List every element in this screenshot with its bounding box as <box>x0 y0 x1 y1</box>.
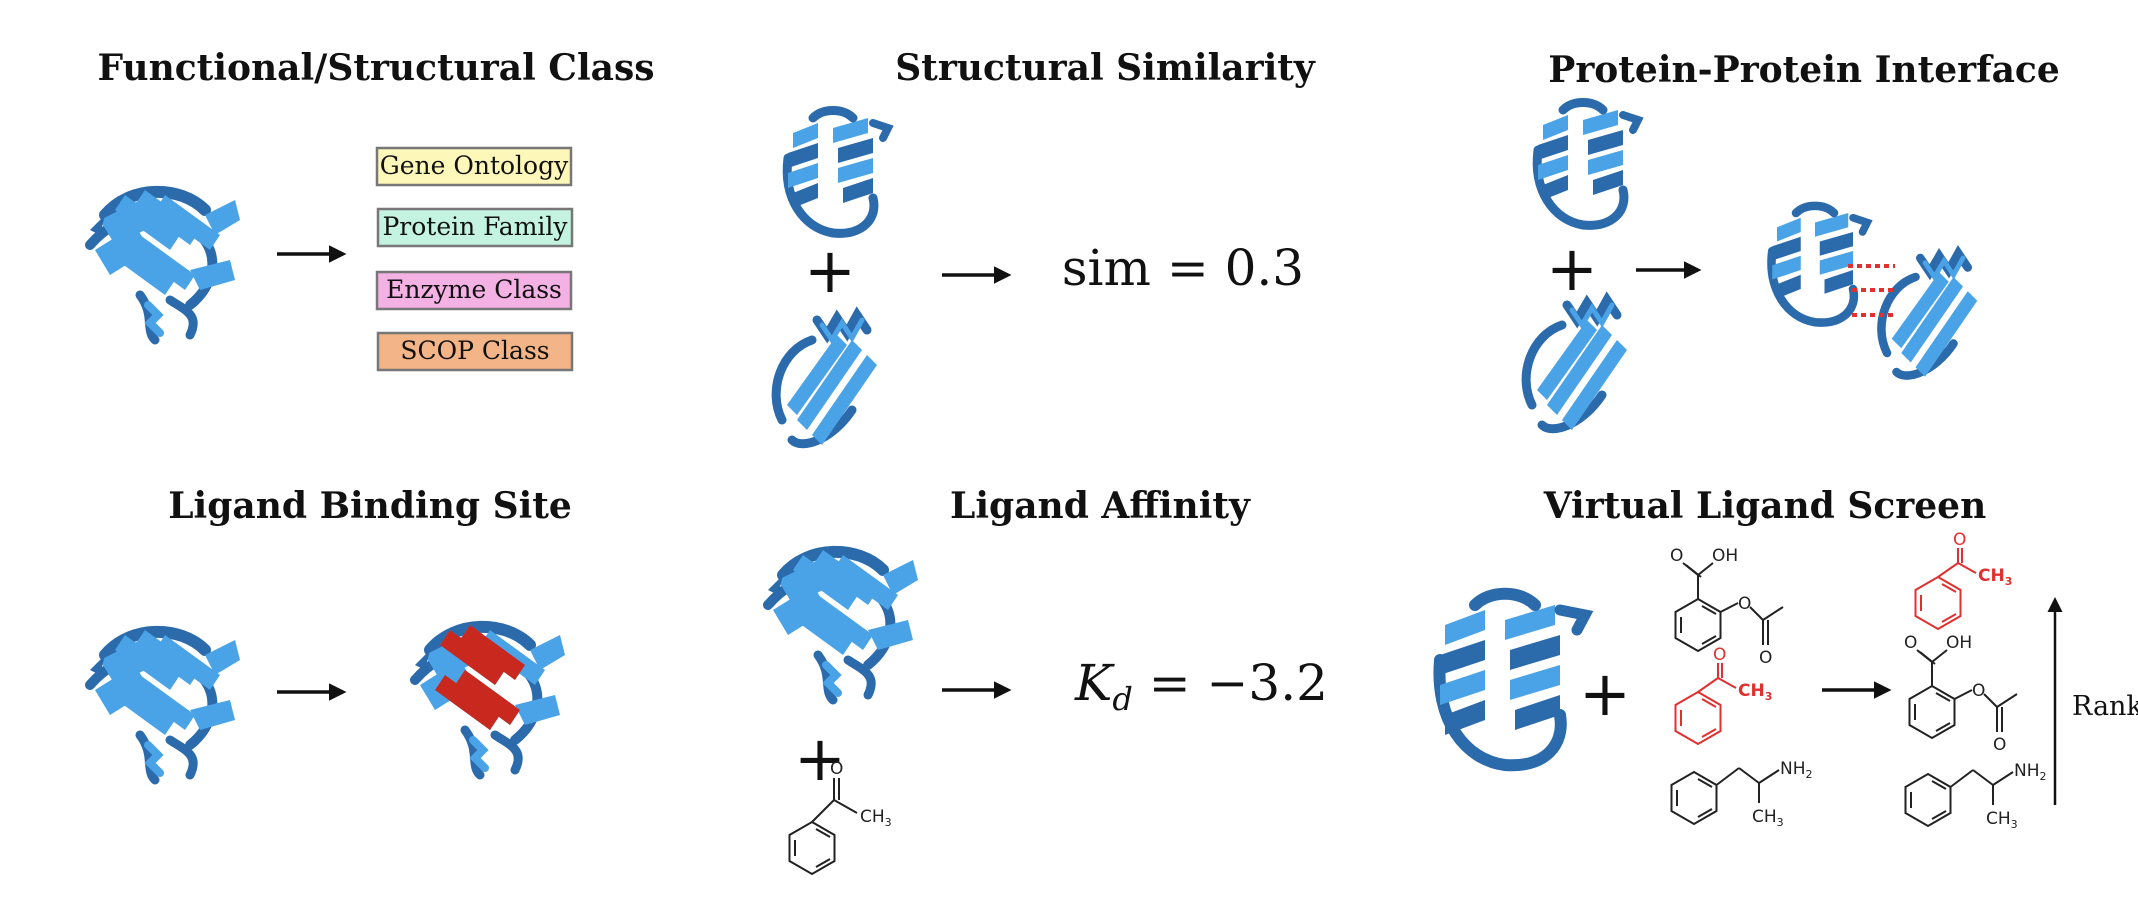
panel-functional: Functional/Structural Class Gene Ontolog… <box>90 47 655 372</box>
plus-sign: + <box>804 234 856 307</box>
protein-structure-a <box>1537 103 1638 226</box>
protein-structure <box>768 550 918 700</box>
atom-label: NH2 <box>2014 761 2047 783</box>
label-protein-family: Protein Family <box>376 207 574 248</box>
label-box <box>376 331 574 372</box>
label-scop-class: SCOP Class <box>376 331 574 372</box>
plus-sign: + <box>794 722 846 795</box>
atom-label: O <box>1738 594 1751 614</box>
atom-label: CH3 <box>860 807 892 829</box>
atom-label: O <box>1953 530 1966 550</box>
similarity-result: sim = 0.3 <box>1062 239 1304 297</box>
panel-screen: Virtual Ligand Screen + O OH O O <box>1439 485 2138 831</box>
label-text: SCOP Class <box>400 336 549 365</box>
panel-interface: Protein-Protein Interface + <box>1526 49 2060 430</box>
atom-label: CH3 <box>1978 566 2012 588</box>
binding-site-highlight <box>435 625 525 730</box>
protein-structure <box>90 630 240 780</box>
panel-similarity: Structural Similarity + sim = 0.3 <box>776 47 1316 445</box>
rank-label: Rank <box>2072 691 2138 722</box>
panel-title: Structural Similarity <box>895 47 1316 89</box>
ranked-ligand-acetophenone-red: O CH3 <box>1914 530 2012 630</box>
atom-label: O <box>1713 645 1726 665</box>
protein-structure-a <box>787 111 888 234</box>
protein-structure <box>1439 594 1585 766</box>
protein-structure <box>90 190 240 340</box>
ranked-ligand-amphetamine: NH2 CH3 <box>1904 761 2047 831</box>
panel-binding-site: Ligand Binding Site <box>90 485 572 780</box>
panel-title: Virtual Ligand Screen <box>1543 485 1987 527</box>
protein-complex-b <box>1881 253 1977 377</box>
label-box <box>376 207 574 248</box>
atom-label: OH <box>1946 633 1972 653</box>
interface-contacts <box>1848 264 1895 317</box>
plus-sign: + <box>1546 232 1598 305</box>
plus-sign: + <box>1579 657 1631 730</box>
panel-title: Ligand Affinity <box>950 485 1251 527</box>
label-text: Gene Ontology <box>380 151 569 180</box>
label-gene-ontology: Gene Ontology <box>375 146 573 187</box>
ranked-ligand-aspirin: O OH O O <box>1904 633 2018 755</box>
atom-label: O <box>1670 546 1683 566</box>
protein-structure-binding <box>415 625 565 775</box>
label-text: Enzyme Class <box>386 275 562 304</box>
label-enzyme-class: Enzyme Class <box>375 270 573 311</box>
atom-label: OH <box>1712 546 1738 566</box>
atom-label: NH2 <box>1780 759 1813 781</box>
label-box <box>375 270 573 311</box>
atom-label: O <box>1904 633 1917 653</box>
ligand-aspirin: O OH O O <box>1670 546 1784 668</box>
atom-label: O <box>1972 681 1985 701</box>
ligand-amphetamine: NH2 CH3 <box>1670 759 1813 829</box>
panel-title: Ligand Binding Site <box>168 485 572 527</box>
protein-structure-b <box>1526 300 1627 430</box>
panel-title: Functional/Structural Class <box>97 47 654 89</box>
atom-label: O <box>830 759 843 779</box>
atom-label: O <box>1993 735 2006 755</box>
affinity-result: Kd = −3.2 <box>1074 654 1328 718</box>
atom-label: CH3 <box>1738 681 1772 703</box>
atom-label: CH3 <box>1986 809 2018 831</box>
ligand-acetophenone-red: O CH3 <box>1674 645 1772 745</box>
atom-label: CH3 <box>1752 807 1784 829</box>
atom-label: O <box>1759 648 1772 668</box>
ligand-molecule: O CH3 <box>788 759 892 875</box>
label-box <box>375 146 573 187</box>
panel-affinity: Ligand Affinity + O CH3 Kd = −3.2 <box>768 485 1328 875</box>
panel-title: Protein-Protein Interface <box>1548 49 2060 91</box>
label-text: Protein Family <box>382 212 568 241</box>
protein-structure-b <box>776 315 877 445</box>
